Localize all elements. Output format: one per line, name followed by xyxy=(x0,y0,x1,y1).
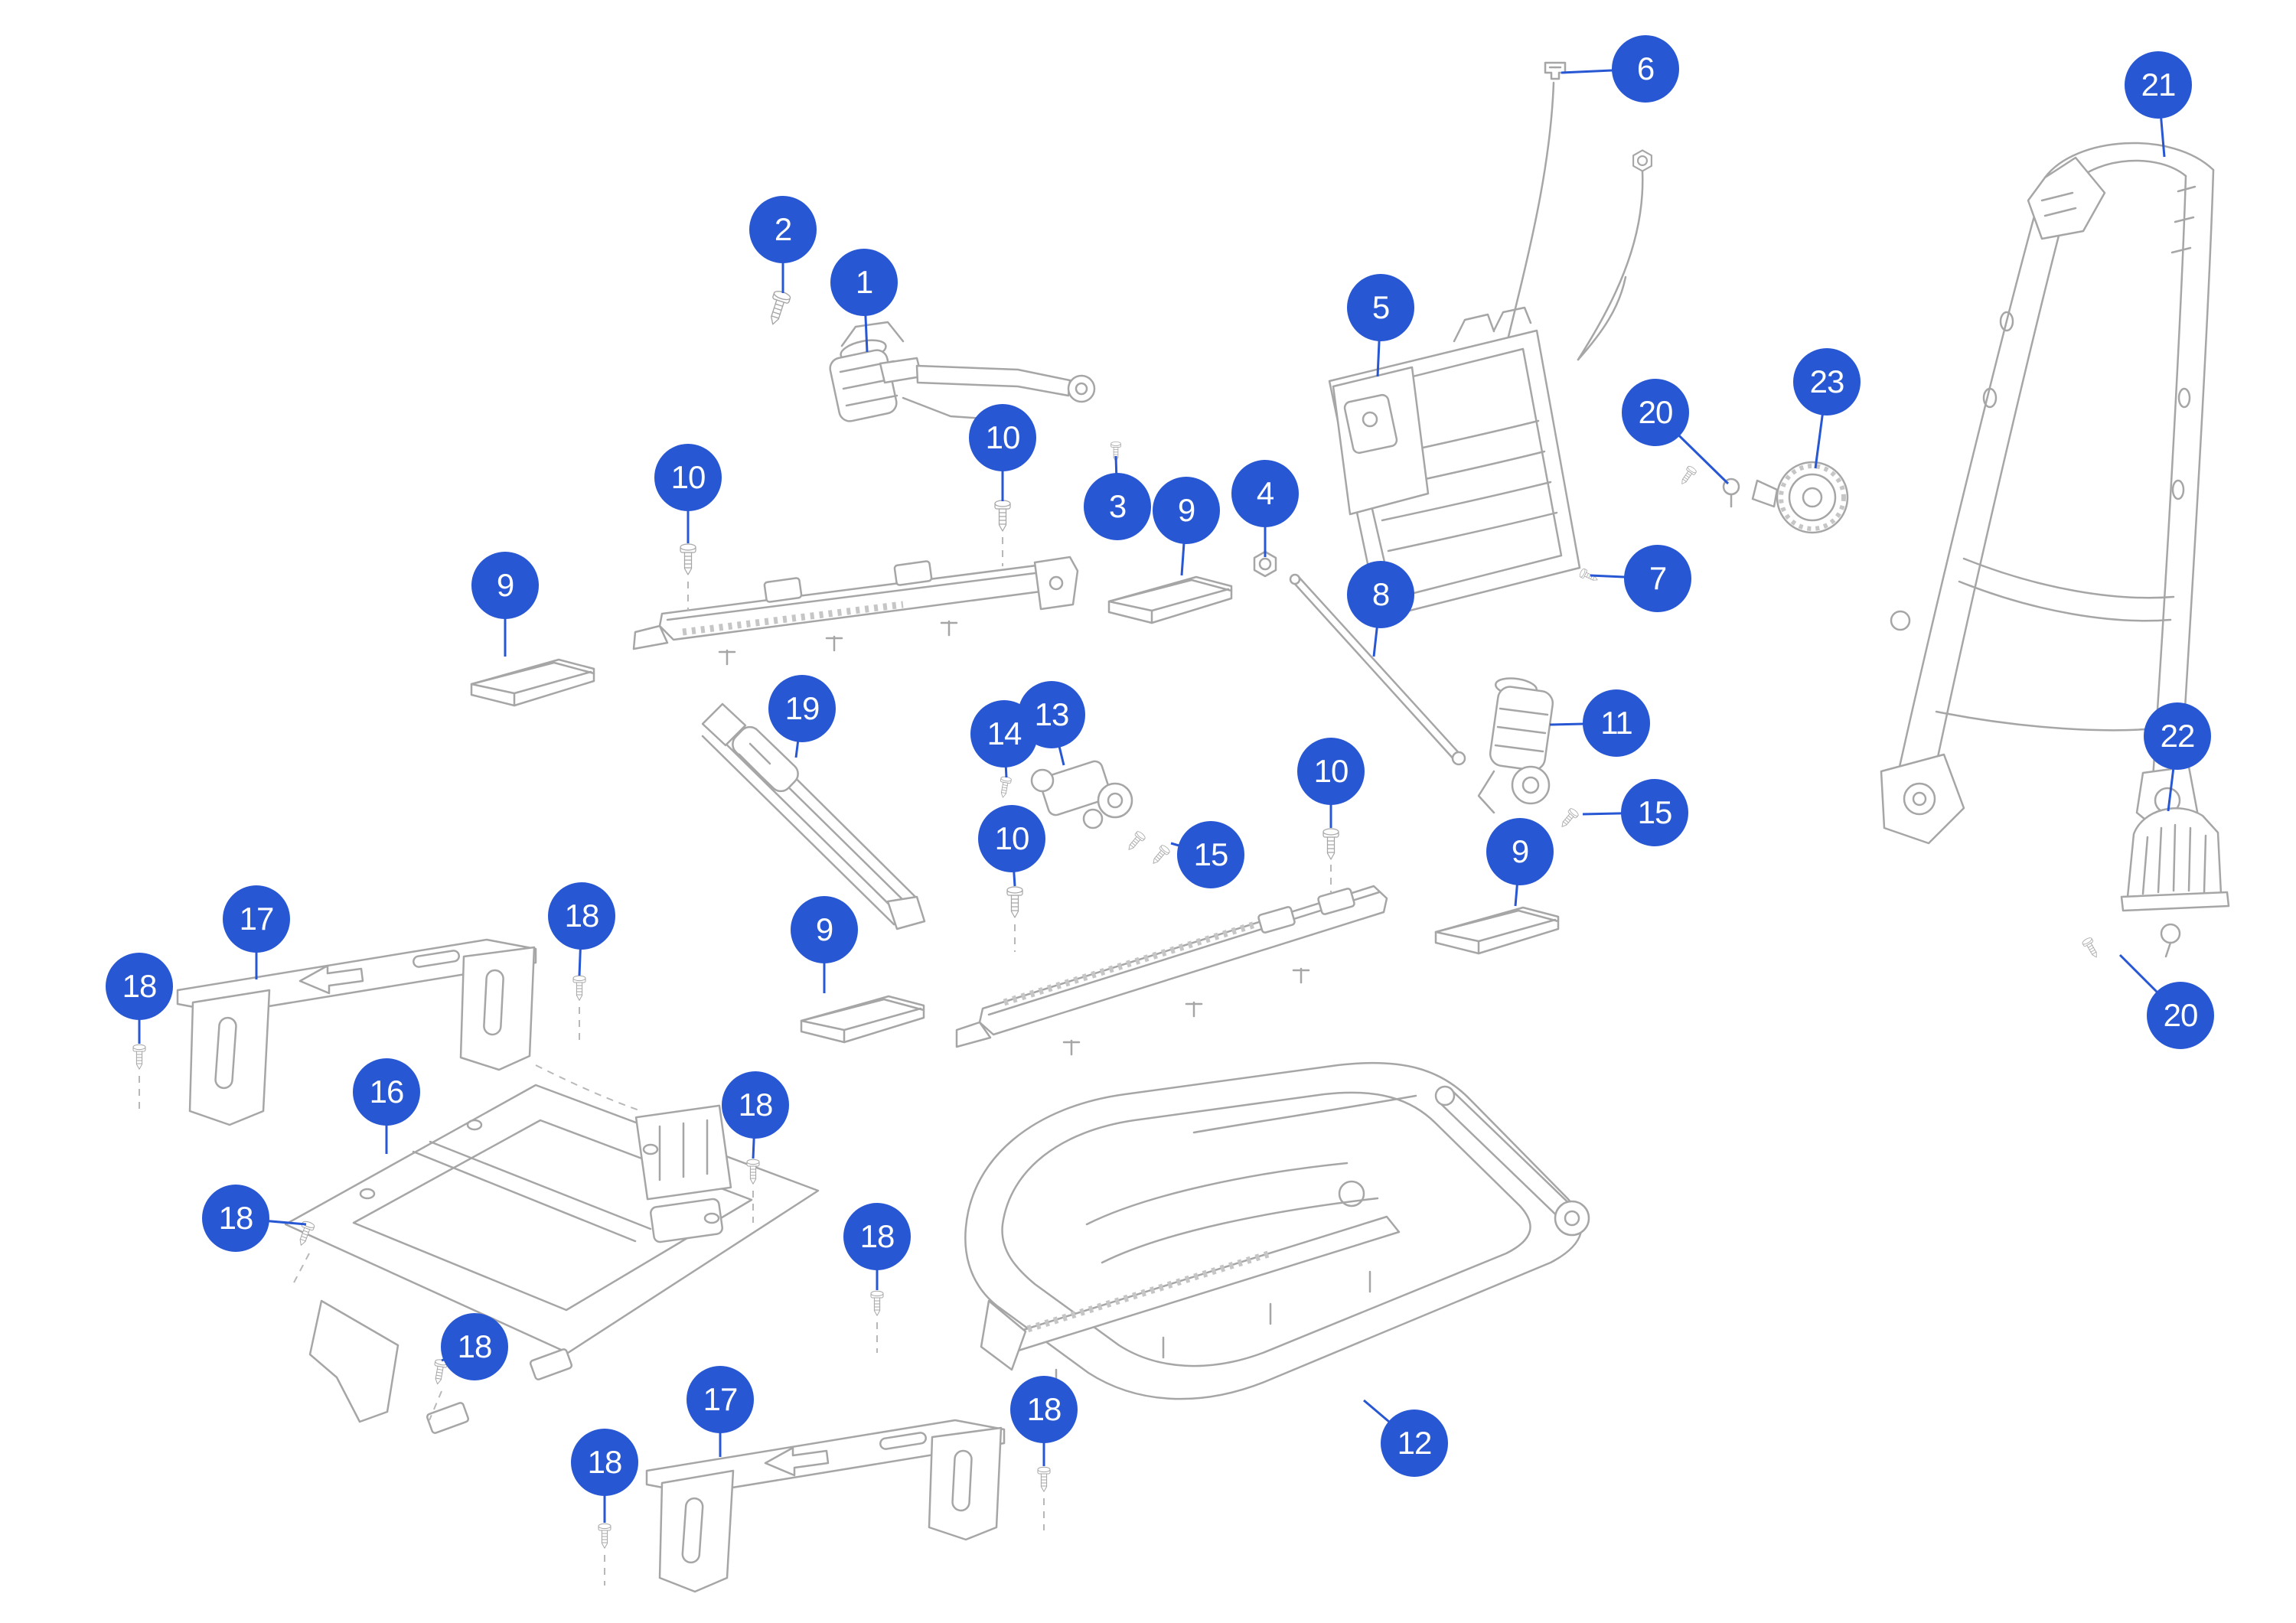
part-5-seatback-panel xyxy=(1328,306,1581,620)
part-19-rail-motor xyxy=(701,702,926,930)
callout-number: 11 xyxy=(1600,705,1633,741)
callout-18[interactable]: 18 xyxy=(441,1313,508,1380)
part-18-screw xyxy=(132,975,1051,1586)
callout-number: 5 xyxy=(1371,289,1390,325)
callout-number: 8 xyxy=(1371,576,1390,612)
callout-number: 14 xyxy=(987,715,1022,751)
callout-number: 9 xyxy=(1511,833,1529,869)
callout-number: 10 xyxy=(994,820,1030,856)
callout-15[interactable]: 15 xyxy=(1177,821,1244,888)
callout-number: 17 xyxy=(239,901,275,937)
part-13-motor xyxy=(1030,760,1133,829)
callout-number: 12 xyxy=(1397,1425,1433,1461)
callout-number: 9 xyxy=(815,911,833,947)
part-23-recliner-mech xyxy=(1751,461,1849,534)
callout-4[interactable]: 4 xyxy=(1231,460,1299,527)
callout-number: 18 xyxy=(457,1328,493,1364)
callout-number: 18 xyxy=(859,1218,895,1254)
callout-16[interactable]: 16 xyxy=(353,1058,420,1126)
callout-23[interactable]: 23 xyxy=(1793,348,1861,416)
part-seat-rail-upper xyxy=(632,556,1079,666)
callout-number: 4 xyxy=(1256,475,1274,511)
callout-number: 18 xyxy=(738,1087,774,1123)
callout-number: 2 xyxy=(774,211,792,247)
callout-10[interactable]: 10 xyxy=(1297,738,1365,805)
callout-number: 20 xyxy=(2163,997,2199,1033)
callout-number: 10 xyxy=(670,459,706,495)
callout-14[interactable]: 14 xyxy=(970,700,1038,768)
callout-7[interactable]: 7 xyxy=(1624,545,1691,612)
part-10-screw xyxy=(680,500,1339,952)
callout-3[interactable]: 3 xyxy=(1084,473,1151,540)
callout-11[interactable]: 11 xyxy=(1583,689,1650,757)
callout-number: 18 xyxy=(122,968,158,1004)
callout-10[interactable]: 10 xyxy=(654,444,722,511)
callout-number: 15 xyxy=(1637,794,1673,830)
callout-number: 22 xyxy=(2160,718,2196,754)
part-seat-rail-lower xyxy=(955,885,1388,1056)
callout-number: 21 xyxy=(2141,67,2177,103)
part-8-rod xyxy=(1289,573,1466,766)
callout-number: 18 xyxy=(218,1200,254,1236)
part-17-support-bracket-b xyxy=(645,1419,1006,1593)
callout-9[interactable]: 9 xyxy=(1153,477,1220,544)
callout-12[interactable]: 12 xyxy=(1381,1410,1448,1477)
callout-19[interactable]: 19 xyxy=(768,675,836,742)
callout-18[interactable]: 18 xyxy=(1010,1376,1078,1443)
callout-10[interactable]: 10 xyxy=(978,805,1045,872)
callout-number: 9 xyxy=(496,567,514,603)
callout-8[interactable]: 8 xyxy=(1347,561,1414,628)
part-17-support-bracket-a xyxy=(176,938,642,1126)
callout-number: 20 xyxy=(1638,394,1674,430)
callout-18[interactable]: 18 xyxy=(548,882,615,950)
callout-number: 3 xyxy=(1108,488,1127,524)
callout-17[interactable]: 17 xyxy=(223,885,290,953)
part-22-recliner-cover xyxy=(2120,807,2230,912)
callout-number: 9 xyxy=(1177,492,1195,528)
callout-15[interactable]: 15 xyxy=(1621,779,1688,846)
callout-number: 23 xyxy=(1809,363,1845,399)
callout-number: 7 xyxy=(1649,560,1667,596)
callout-number: 10 xyxy=(985,419,1021,455)
callout-18[interactable]: 18 xyxy=(202,1185,269,1252)
callout-number: 18 xyxy=(1026,1391,1062,1427)
part-16-base-frame xyxy=(284,1084,820,1434)
callout-10[interactable]: 10 xyxy=(969,404,1036,471)
callout-17[interactable]: 17 xyxy=(687,1366,754,1433)
callout-2[interactable]: 2 xyxy=(749,196,817,263)
callout-number: 16 xyxy=(369,1074,405,1110)
callout-21[interactable]: 21 xyxy=(2125,51,2192,119)
callout-number: 15 xyxy=(1193,836,1229,872)
callout-number: 19 xyxy=(784,690,820,726)
callout-18[interactable]: 18 xyxy=(722,1071,789,1139)
callout-1[interactable]: 1 xyxy=(830,249,898,316)
callout-number: 6 xyxy=(1636,51,1655,86)
callout-number: 1 xyxy=(855,264,873,300)
callout-18[interactable]: 18 xyxy=(843,1203,911,1270)
callout-5[interactable]: 5 xyxy=(1347,274,1414,341)
callout-9[interactable]: 9 xyxy=(1486,818,1554,885)
part-11-motor xyxy=(1477,677,1554,814)
part-12-cushion-frame xyxy=(964,1061,1590,1400)
callout-number: 10 xyxy=(1313,753,1349,789)
callout-18[interactable]: 18 xyxy=(571,1429,638,1496)
callout-18[interactable]: 18 xyxy=(106,953,173,1020)
callout-20[interactable]: 20 xyxy=(1622,379,1689,446)
callout-6[interactable]: 6 xyxy=(1612,35,1679,103)
callout-number: 18 xyxy=(587,1444,623,1480)
part-20-fasteners xyxy=(1678,464,2181,960)
callout-9[interactable]: 9 xyxy=(791,896,858,963)
callout-number: 13 xyxy=(1034,696,1070,732)
callout-20[interactable]: 20 xyxy=(2147,982,2214,1049)
callout-number: 17 xyxy=(703,1381,739,1417)
callout-22[interactable]: 22 xyxy=(2144,702,2211,770)
callout-9[interactable]: 9 xyxy=(471,552,539,619)
callout-number: 18 xyxy=(564,898,600,934)
part-1-motor-linkage xyxy=(829,321,1096,422)
